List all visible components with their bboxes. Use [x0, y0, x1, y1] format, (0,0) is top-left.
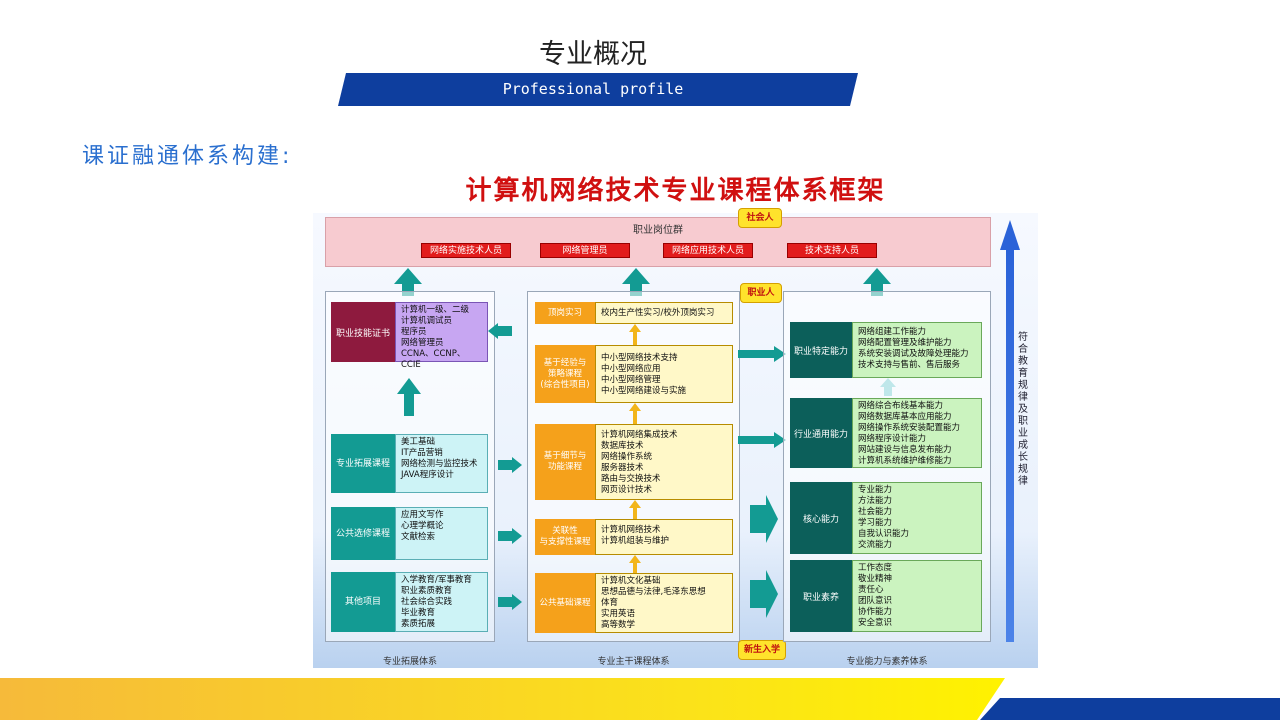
career-group-panel — [325, 217, 991, 267]
up-arrow — [629, 555, 641, 563]
right-arrow-stem — [750, 505, 766, 533]
right-arrow-stem — [738, 436, 774, 444]
left-arrow-stem — [498, 326, 512, 336]
right-arrow — [766, 495, 778, 543]
right-arrow — [766, 570, 778, 618]
left-row-items: 入学教育/军事教育 职业素质教育 社会综合实践 毕业教育 素质拓展 — [395, 572, 488, 632]
freshman-tag: 新生入学 — [738, 640, 786, 660]
growth-arrow — [1000, 220, 1020, 250]
up-arrow-stem — [404, 394, 414, 416]
middle-row-label: 关联性 与支撑性课程 — [535, 519, 595, 555]
right-column-footer: 专业能力与素养体系 — [846, 657, 928, 667]
middle-row-label: 顶岗实习 — [535, 302, 595, 324]
up-arrow-stem — [633, 563, 637, 573]
right-row-label: 职业特定能力 — [790, 322, 852, 378]
job-box: 网络管理员 — [540, 243, 630, 258]
up-arrow — [880, 378, 896, 387]
middle-row-label: 公共基础课程 — [535, 573, 595, 633]
right-row-items: 网络组建工作能力 网络配置管理及维护能力 系统安装调试及故障处理能力 技术支持与… — [852, 322, 982, 378]
page-title: 专业概况 — [539, 39, 647, 70]
cert-label: 职业技能证书 — [331, 302, 395, 362]
professional-tag: 职业人 — [740, 283, 782, 303]
footer-blue-bar — [980, 698, 1280, 720]
middle-column-footer: 专业主干课程体系 — [597, 657, 670, 667]
up-arrow — [629, 500, 641, 508]
up-arrow — [622, 268, 650, 284]
up-arrow — [397, 378, 421, 394]
cert-items: 计算机一级、二级 计算机调试员 程序员 网络管理员 CCNA、CCNP、CCIE — [395, 302, 488, 370]
page-subtitle: Professional profile — [502, 80, 684, 98]
right-arrow — [512, 594, 522, 610]
left-column-footer: 专业拓展体系 — [382, 657, 437, 667]
up-arrow — [629, 403, 641, 411]
middle-row-label: 基于细节与 功能课程 — [535, 424, 595, 500]
career-group-label: 职业岗位群 — [633, 225, 683, 236]
up-arrow-stem — [633, 508, 637, 519]
left-row-items: 美工基础 IT产品营销 网络检测与监控技术 JAVA程序设计 — [395, 434, 488, 493]
right-row-label: 核心能力 — [790, 482, 852, 554]
job-box: 网络实施技术人员 — [421, 243, 511, 258]
social-person-tag: 社会人 — [738, 208, 782, 228]
left-row-label: 公共选修课程 — [331, 507, 395, 560]
right-arrow-stem — [498, 460, 512, 470]
right-row-items: 专业能力 方法能力 社会能力 学习能力 自我认识能力 交流能力 — [852, 482, 982, 554]
right-arrow-stem — [498, 531, 512, 541]
middle-row-items: 中小型网络技术支持 中小型网络应用 中小型网络管理 中小型网络建设与实施 — [595, 345, 733, 403]
job-box: 技术支持人员 — [787, 243, 877, 258]
right-row-label: 职业素养 — [790, 560, 852, 632]
middle-row-items: 校内生产性实习/校外顶岗实习 — [595, 302, 733, 324]
left-arrow — [488, 323, 498, 339]
up-arrow — [863, 268, 891, 284]
middle-row-items: 计算机文化基础 思想品德与法律,毛泽东思想 体育 实用英语 高等数学 — [595, 573, 733, 633]
right-arrow-stem — [738, 350, 774, 358]
growth-side-label: 符合教育规律及职业成长规律 — [1018, 332, 1028, 487]
right-arrow-stem — [750, 580, 766, 608]
right-arrow — [512, 528, 522, 544]
footer-yellow-bar — [0, 678, 1005, 720]
growth-arrow-stem — [1006, 248, 1014, 642]
left-row-items: 应用文写作 心理学概论 文献检索 — [395, 507, 488, 560]
right-row-items: 工作态度 敬业精神 责任心 团队意识 协作能力 安全意识 — [852, 560, 982, 632]
job-box: 网络应用技术人员 — [663, 243, 753, 258]
right-row-label: 行业通用能力 — [790, 398, 852, 468]
middle-row-items: 计算机网络技术 计算机组装与维护 — [595, 519, 733, 555]
diagram-title: 计算机网络技术专业课程体系框架 — [465, 176, 886, 206]
up-arrow-stem — [884, 387, 892, 396]
up-arrow-stem — [633, 332, 637, 345]
middle-row-items: 计算机网络集成技术 数据库技术 网络操作系统 服务器技术 路由与交换技术 网页设… — [595, 424, 733, 500]
up-arrow — [629, 324, 641, 332]
right-row-items: 网络综合布线基本能力 网络数据库基本应用能力 网络操作系统安装配置能力 网络程序… — [852, 398, 982, 468]
subtitle-bar — [338, 73, 858, 106]
up-arrow — [394, 268, 422, 284]
right-arrow-stem — [498, 597, 512, 607]
up-arrow-stem — [633, 411, 637, 424]
right-arrow — [512, 457, 522, 473]
section-heading: 课证融通体系构建: — [82, 144, 293, 169]
left-row-label: 专业拓展课程 — [331, 434, 395, 493]
middle-row-label: 基于经验与 策略课程 (综合性项目) — [535, 345, 595, 403]
left-row-label: 其他项目 — [331, 572, 395, 632]
